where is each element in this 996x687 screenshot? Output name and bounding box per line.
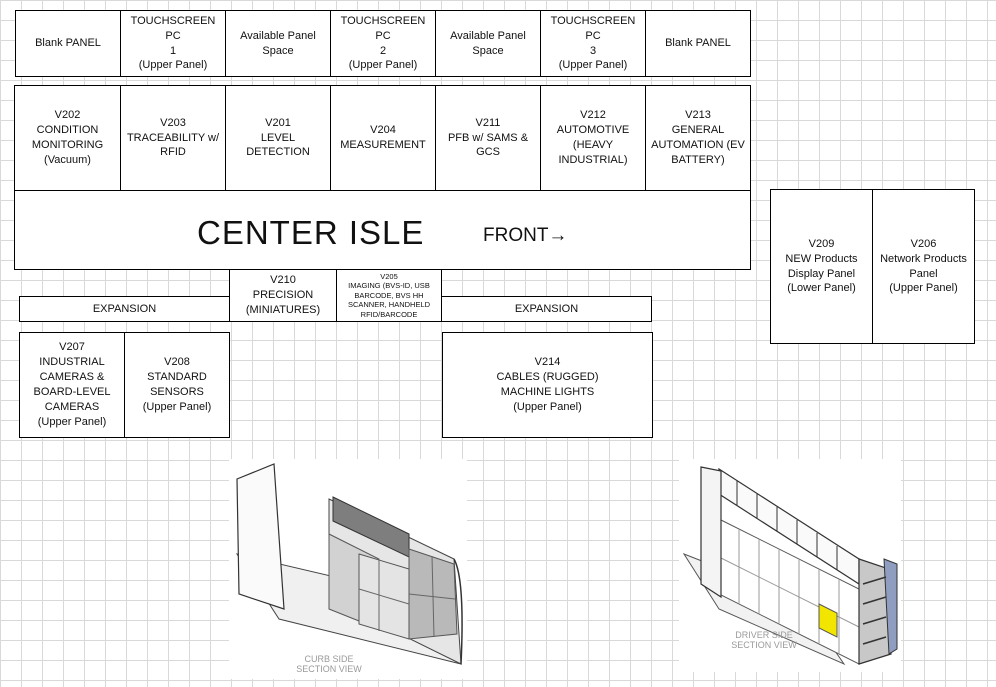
panel-label: V206 Network Products Panel (Upper Panel… — [880, 237, 967, 295]
panel-v213: V213 GENERAL AUTOMATION (EV BATTERY) — [645, 85, 751, 191]
panel-label: Available Panel Space — [450, 29, 526, 57]
panel-v211: V211 PFB w/ SAMS & GCS — [435, 85, 541, 191]
panel-v201: V201 LEVEL DETECTION — [225, 85, 331, 191]
panel-v208: V208 STANDARD SENSORS (Upper Panel) — [124, 332, 230, 438]
center-isle: CENTER ISLE FRONT→ — [14, 190, 751, 270]
panel-v204: V204 MEASUREMENT — [330, 85, 436, 191]
top-panel-touchscreen-2: TOUCHSCREEN PC 2 (Upper Panel) — [330, 10, 436, 77]
center-isle-title: CENTER ISLE — [197, 214, 425, 251]
panel-label: TOUCHSCREEN PC 1 (Upper Panel) — [130, 14, 216, 72]
panel-v205: V205 IMAGING (BVS-ID, USB BARCODE, BVS H… — [336, 269, 442, 322]
front-direction-label: FRONT→ — [483, 225, 568, 246]
panel-v206: V206 Network Products Panel (Upper Panel… — [872, 189, 975, 344]
panel-v212: V212 AUTOMOTIVE (HEAVY INDUSTRIAL) — [540, 85, 646, 191]
panel-label: V209 NEW Products Display Panel (Lower P… — [785, 237, 858, 295]
panel-v209: V209 NEW Products Display Panel (Lower P… — [770, 189, 873, 344]
top-panel-blank-1: Blank PANEL — [15, 10, 121, 77]
panel-label: TOUCHSCREEN PC 3 (Upper Panel) — [550, 14, 636, 72]
panel-v207: V207 INDUSTRIAL CAMERAS & BOARD-LEVEL CA… — [19, 332, 125, 438]
panel-label: EXPANSION — [514, 302, 579, 315]
panel-v203: V203 TRACEABILITY w/ RFID — [120, 85, 226, 191]
panel-label: V208 STANDARD SENSORS (Upper Panel) — [142, 356, 212, 413]
top-panel-blank-2: Blank PANEL — [645, 10, 751, 77]
panel-v214: V214 CABLES (RUGGED) MACHINE LIGHTS (Upp… — [442, 332, 653, 438]
panel-label: V202 CONDITION MONITORING (Vacuum) — [31, 109, 104, 166]
top-panel-available-2: Available Panel Space — [435, 10, 541, 77]
top-panel-available-1: Available Panel Space — [225, 10, 331, 77]
expansion-left: EXPANSION — [19, 296, 230, 322]
driver-side-caption: DRIVER SIDE SECTION VIEW — [731, 630, 797, 650]
curb-side-view: CURB SIDE SECTION VIEW — [229, 459, 467, 679]
panel-label: TOUCHSCREEN PC 2 (Upper Panel) — [340, 14, 426, 72]
expansion-right: EXPANSION — [441, 296, 652, 322]
panel-label: V207 INDUSTRIAL CAMERAS & BOARD-LEVEL CA… — [33, 341, 111, 428]
panel-label: Available Panel Space — [240, 29, 316, 57]
panel-label: V203 TRACEABILITY w/ RFID — [126, 116, 220, 159]
panel-label: Blank PANEL — [35, 37, 101, 50]
panel-label: V214 CABLES (RUGGED) MACHINE LIGHTS (Upp… — [496, 356, 599, 413]
panel-label: V211 PFB w/ SAMS & GCS — [447, 116, 529, 159]
panel-v202: V202 CONDITION MONITORING (Vacuum) — [14, 85, 121, 191]
curb-side-van-illustration — [235, 463, 463, 665]
panel-label: V205 IMAGING (BVS-ID, USB BARCODE, BVS H… — [347, 272, 431, 319]
driver-side-van-illustration — [682, 466, 898, 666]
driver-side-view: DRIVER SIDE SECTION VIEW — [679, 459, 901, 672]
curb-side-caption: CURB SIDE SECTION VIEW — [296, 654, 362, 674]
panel-label: V204 MEASUREMENT — [340, 124, 426, 151]
panel-v210: V210 PRECISION (MINIATURES) — [229, 269, 337, 322]
panel-label: EXPANSION — [92, 302, 157, 315]
panel-label: Blank PANEL — [665, 37, 731, 50]
top-panel-touchscreen-1: TOUCHSCREEN PC 1 (Upper Panel) — [120, 10, 226, 77]
panel-label: V201 LEVEL DETECTION — [246, 116, 310, 159]
panel-label: V212 AUTOMOTIVE (HEAVY INDUSTRIAL) — [556, 109, 630, 166]
top-panel-touchscreen-3: TOUCHSCREEN PC 3 (Upper Panel) — [540, 10, 646, 77]
panel-label: V210 PRECISION (MINIATURES) — [245, 274, 321, 316]
panel-label: V213 GENERAL AUTOMATION (EV BATTERY) — [651, 109, 745, 166]
